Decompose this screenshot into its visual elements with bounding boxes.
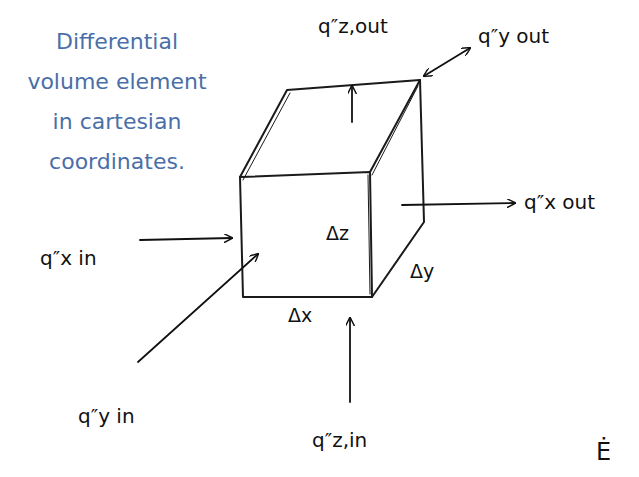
dimension-label: Δz: [326, 222, 349, 245]
flux-arrow: [402, 203, 515, 205]
dimension-label: Δx: [288, 304, 312, 327]
flux-label: q″z,out: [318, 14, 388, 38]
flux-arrow: [140, 238, 232, 240]
flux-arrow: [349, 318, 351, 402]
flux-arrow: [138, 254, 258, 362]
cube-front-face: [240, 172, 372, 297]
flux-arrow: [424, 48, 470, 76]
flux-arrow: [351, 86, 353, 122]
flux-label: q″y in: [78, 404, 135, 428]
flux-label: q″z,in: [312, 428, 367, 452]
cube-top-face: [240, 80, 420, 177]
energy-label: Ė: [596, 438, 611, 467]
cube-edge-sketch: [243, 86, 418, 294]
flux-label: q″x in: [40, 246, 97, 270]
flux-label: q″y out: [478, 24, 549, 48]
caption-note: Differential volume element in cartesian…: [22, 22, 212, 182]
flux-label: q″x out: [524, 190, 595, 214]
dimension-label: Δy: [410, 260, 434, 283]
